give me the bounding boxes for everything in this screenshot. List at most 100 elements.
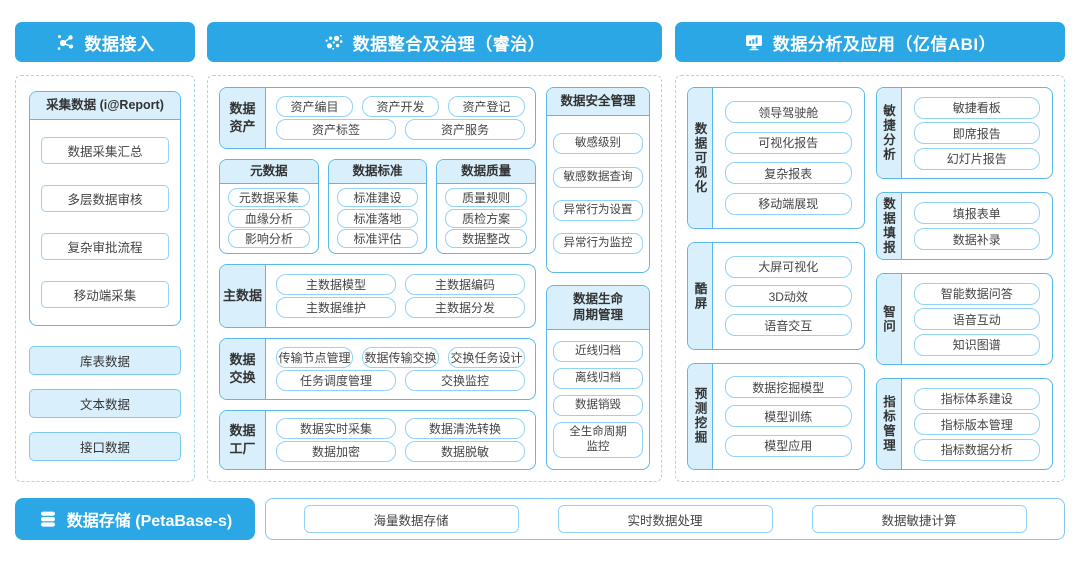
lifecycle-item: 数据销毁 bbox=[553, 395, 643, 417]
standard-item: 标准建设 bbox=[336, 188, 419, 208]
master-line-1: 主数据模型 主数据编码 bbox=[276, 273, 525, 295]
visualization-item: 可视化报告 bbox=[725, 131, 852, 154]
factory-line-2: 数据加密 数据脱敏 bbox=[276, 440, 525, 462]
cool-screen-item: 语音交互 bbox=[725, 314, 852, 337]
storage-item: 数据敏捷计算 bbox=[811, 505, 1027, 533]
group-predictive-mining-label: 预测挖掘 bbox=[688, 363, 713, 469]
group-data-quality-title: 数据质量 bbox=[437, 160, 536, 184]
group-metadata-title: 元数据 bbox=[220, 160, 318, 184]
group-agile-analysis-body: 敏捷看板 即席报告 幻灯片报告 bbox=[902, 88, 1053, 178]
asset-item: 资产开发 bbox=[362, 96, 439, 117]
metadata-item: 元数据采集 bbox=[228, 188, 310, 208]
factory-item: 数据加密 bbox=[276, 440, 396, 462]
row-data-factory-label: 数据 工厂 bbox=[220, 411, 266, 469]
monitor-chart-icon bbox=[745, 35, 762, 51]
header-analysis: 数据分析及应用（亿信ABI） bbox=[675, 22, 1065, 62]
group-agile-analysis-label: 敏捷分析 bbox=[876, 88, 902, 178]
visualization-item: 领导驾驶舱 bbox=[725, 101, 852, 124]
asset-item: 资产服务 bbox=[405, 119, 525, 140]
group-metadata-body: 元数据采集 血缘分析 影响分析 bbox=[220, 184, 318, 253]
exchange-item: 数据传输交换 bbox=[362, 347, 439, 368]
quality-item: 质量规则 bbox=[445, 188, 528, 208]
smart-qa-item: 语音互动 bbox=[913, 308, 1040, 330]
group-data-security-title: 数据安全管理 bbox=[547, 88, 649, 116]
group-indicator-management-body: 指标体系建设 指标版本管理 指标数据分析 bbox=[902, 379, 1053, 469]
group-smart-qa-body: 智能数据问答 语音互动 知识图谱 bbox=[902, 274, 1053, 364]
collect-item: 复杂审批流程 bbox=[41, 232, 169, 260]
security-item: 敏感数据查询 bbox=[553, 166, 643, 188]
analysis-column-1: 数据可视化 领导驾驶舱 可视化报告 复杂报表 移动端展现 酷屏 大屏可视化 3D… bbox=[687, 87, 865, 470]
agile-item: 即席报告 bbox=[913, 122, 1040, 144]
row-data-factory-body: 数据实时采集 数据清洗转换 数据加密 数据脱敏 bbox=[266, 411, 535, 469]
header-governance-label: 数据整合及治理（睿治） bbox=[352, 34, 546, 54]
group-collect-body: 数据采集汇总 多层数据审核 复杂审批流程 移动端采集 bbox=[30, 120, 180, 325]
group-data-filling-label: 数据填报 bbox=[876, 193, 902, 259]
master-item: 主数据模型 bbox=[276, 273, 396, 295]
indicator-item: 指标体系建设 bbox=[913, 387, 1040, 410]
security-item: 异常行为设置 bbox=[553, 199, 643, 221]
exchange-item: 交换监控 bbox=[405, 370, 525, 391]
panel-governance: 数据 资产 资产编目 资产开发 资产登记 资产标签 资产服务 bbox=[207, 75, 662, 482]
panel-analysis: 数据可视化 领导驾驶舱 可视化报告 复杂报表 移动端展现 酷屏 大屏可视化 3D… bbox=[675, 75, 1065, 482]
dots-cluster-icon bbox=[325, 34, 343, 50]
group-smart-qa-label: 智问 bbox=[876, 274, 902, 364]
agile-item: 幻灯片报告 bbox=[913, 147, 1040, 170]
master-line-2: 主数据维护 主数据分发 bbox=[276, 297, 525, 319]
row-data-exchange: 数据 交换 传输节点管理 数据传输交换 交换任务设计 任务调度管理 交换监控 bbox=[219, 338, 536, 400]
asset-line-1: 资产编目 资产开发 资产登记 bbox=[276, 96, 525, 117]
group-predictive-mining: 预测挖掘 数据挖掘模型 模型训练 模型应用 bbox=[687, 362, 865, 470]
quality-item: 质检方案 bbox=[445, 208, 528, 228]
visualization-item: 移动端展现 bbox=[725, 192, 852, 215]
lifecycle-item: 离线归档 bbox=[553, 368, 643, 390]
exchange-line-2: 任务调度管理 交换监控 bbox=[276, 370, 525, 391]
exchange-item: 任务调度管理 bbox=[276, 370, 396, 391]
metadata-standard-quality-row: 元数据 元数据采集 血缘分析 影响分析 数据标准 标准建设 标准落地 标准评估 bbox=[219, 159, 537, 254]
group-data-standard-body: 标准建设 标准落地 标准评估 bbox=[329, 184, 427, 253]
smart-qa-item: 知识图谱 bbox=[913, 333, 1040, 356]
row-data-asset-body: 资产编目 资产开发 资产登记 资产标签 资产服务 bbox=[266, 88, 535, 148]
security-item: 异常行为监控 bbox=[553, 233, 643, 255]
group-indicator-management: 指标管理 指标体系建设 指标版本管理 指标数据分析 bbox=[875, 378, 1053, 470]
standard-item: 标准评估 bbox=[336, 229, 419, 249]
master-item: 主数据维护 bbox=[276, 297, 396, 319]
row-data-asset-label: 数据 资产 bbox=[220, 88, 266, 148]
group-cool-screen-label: 酷屏 bbox=[688, 243, 713, 349]
mining-item: 数据挖掘模型 bbox=[725, 376, 852, 399]
group-data-filling: 数据填报 填报表单 数据补录 bbox=[875, 192, 1053, 260]
group-agile-analysis: 敏捷分析 敏捷看板 即席报告 幻灯片报告 bbox=[875, 87, 1053, 179]
visualization-item: 复杂报表 bbox=[725, 162, 852, 185]
governance-side-column: 数据安全管理 敏感级别 敏感数据查询 异常行为设置 异常行为监控 数据生命 周期… bbox=[546, 87, 650, 470]
data-source-item: 库表数据 bbox=[29, 345, 181, 375]
header-data-access-label: 数据接入 bbox=[84, 34, 155, 54]
exchange-item: 交换任务设计 bbox=[448, 347, 525, 368]
panel-data-storage: 海量数据存储 实时数据处理 数据敏捷计算 bbox=[265, 498, 1065, 540]
group-collect-title: 采集数据 (i@Report) bbox=[30, 92, 180, 120]
group-data-lifecycle-body: 近线归档 离线归档 数据销毁 全生命周期 监控 bbox=[547, 330, 649, 469]
analysis-column-2: 敏捷分析 敏捷看板 即席报告 幻灯片报告 数据填报 填报表单 数据补录 智问 bbox=[875, 87, 1053, 470]
row-data-exchange-label: 数据 交换 bbox=[220, 339, 266, 399]
metadata-item: 血缘分析 bbox=[228, 208, 310, 228]
header-data-storage: 数据存储 (PetaBase-s) bbox=[15, 498, 255, 540]
cool-screen-item: 3D动效 bbox=[725, 285, 852, 308]
group-data-standard: 数据标准 标准建设 标准落地 标准评估 bbox=[327, 159, 428, 254]
asset-item: 资产标签 bbox=[276, 119, 396, 140]
group-data-filling-body: 填报表单 数据补录 bbox=[902, 193, 1053, 259]
group-data-standard-title: 数据标准 bbox=[328, 160, 427, 184]
header-analysis-label: 数据分析及应用（亿信ABI） bbox=[772, 34, 997, 54]
header-governance: 数据整合及治理（睿治） bbox=[207, 22, 662, 62]
lifecycle-item: 全生命周期 监控 bbox=[553, 422, 643, 458]
header-data-storage-label: 数据存储 (PetaBase-s) bbox=[66, 513, 233, 530]
panel-data-access: 采集数据 (i@Report) 数据采集汇总 多层数据审核 复杂审批流程 移动端… bbox=[15, 75, 195, 482]
data-source-item: 文本数据 bbox=[29, 388, 181, 418]
group-data-quality-body: 质量规则 质检方案 数据整改 bbox=[437, 184, 535, 253]
group-data-quality: 数据质量 质量规则 质检方案 数据整改 bbox=[436, 159, 537, 254]
standard-item: 标准落地 bbox=[336, 208, 419, 228]
row-master-data-label: 主数据 bbox=[220, 265, 266, 327]
governance-main-column: 数据 资产 资产编目 资产开发 资产登记 资产标签 资产服务 bbox=[219, 87, 537, 470]
row-master-data: 主数据 主数据模型 主数据编码 主数据维护 主数据分发 bbox=[219, 264, 536, 328]
master-item: 主数据编码 bbox=[405, 273, 525, 295]
indicator-item: 指标版本管理 bbox=[913, 413, 1040, 435]
filling-item: 填报表单 bbox=[913, 202, 1040, 224]
group-cool-screen: 酷屏 大屏可视化 3D动效 语音交互 bbox=[687, 242, 865, 350]
metadata-item: 影响分析 bbox=[228, 229, 310, 249]
